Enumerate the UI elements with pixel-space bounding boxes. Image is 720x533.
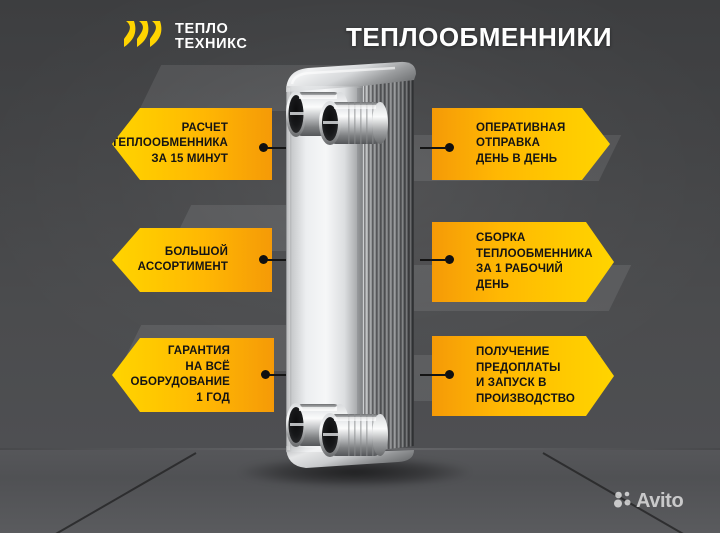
- brand-logo-line2: ТЕХНИКС: [175, 35, 248, 52]
- badge-shipping[interactable]: ОПЕРАТИВНАЯ ОТПРАВКА ДЕНЬ В ДЕНЬ: [432, 108, 610, 180]
- badge-prepayment-label: ПОЛУЧЕНИЕ ПРЕДОПЛАТЫ И ЗАПУСК В ПРОИЗВОД…: [476, 346, 576, 405]
- avito-watermark-text: Avito: [636, 490, 684, 512]
- avito-dots-icon: [614, 490, 632, 513]
- brand-logo-line1: ТЕПЛО: [175, 20, 229, 37]
- badge-warranty[interactable]: ГАРАНТИЯ НА ВСЁ ОБОРУДОВАНИЕ 1 ГОД: [112, 338, 274, 412]
- badge-assortment[interactable]: БОЛЬШОЙ АССОРТИМЕНТ: [112, 228, 272, 292]
- avito-watermark: Avito: [614, 490, 684, 513]
- badge-assembly[interactable]: СБОРКА ТЕПЛООБМЕННИКА ЗА 1 РАБОЧИЙ ДЕНЬ: [432, 222, 614, 302]
- port-top-right: [319, 101, 388, 145]
- page-title: ТЕПЛООБМЕННИКИ: [345, 22, 613, 52]
- flame-waves-icon: [124, 19, 166, 54]
- port-bottom-right: [319, 413, 388, 457]
- badge-shipping-label: ОПЕРАТИВНАЯ ОТПРАВКА ДЕНЬ В ДЕНЬ: [476, 121, 566, 165]
- badge-calc-time-label: РАСЧЕТ ТЕПЛООБМЕННИКА ЗА 15 МИНУТ: [111, 121, 228, 165]
- badge-calc-time[interactable]: РАСЧЕТ ТЕПЛООБМЕННИКА ЗА 15 МИНУТ: [112, 108, 272, 180]
- badge-prepayment[interactable]: ПОЛУЧЕНИЕ ПРЕДОПЛАТЫ И ЗАПУСК В ПРОИЗВОД…: [432, 336, 614, 416]
- badge-assembly-label: СБОРКА ТЕПЛООБМЕННИКА ЗА 1 РАБОЧИЙ ДЕНЬ: [476, 232, 593, 291]
- badge-assortment-label: БОЛЬШОЙ АССОРТИМЕНТ: [137, 245, 228, 274]
- badge-warranty-label: ГАРАНТИЯ НА ВСЁ ОБОРУДОВАНИЕ 1 ГОД: [130, 345, 230, 404]
